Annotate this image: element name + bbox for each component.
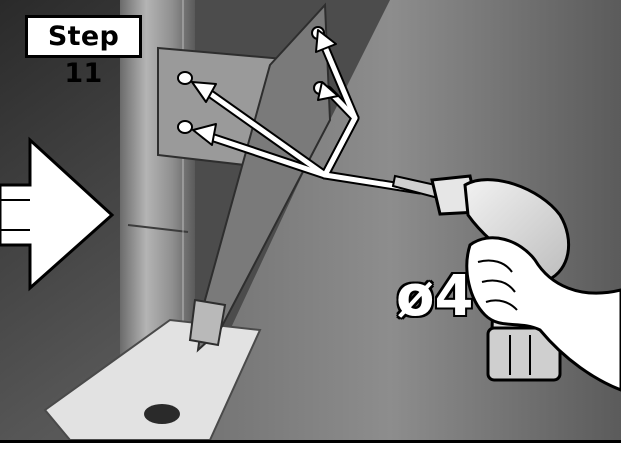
bracket-hole xyxy=(178,121,192,133)
drill-bit-size-label: ø4 xyxy=(396,262,516,332)
bracket-foot xyxy=(190,300,225,345)
step-label: Step 11 xyxy=(25,15,142,58)
caption-strip xyxy=(0,440,621,472)
base-plate-hole xyxy=(144,404,180,424)
bracket-hole xyxy=(178,72,192,84)
